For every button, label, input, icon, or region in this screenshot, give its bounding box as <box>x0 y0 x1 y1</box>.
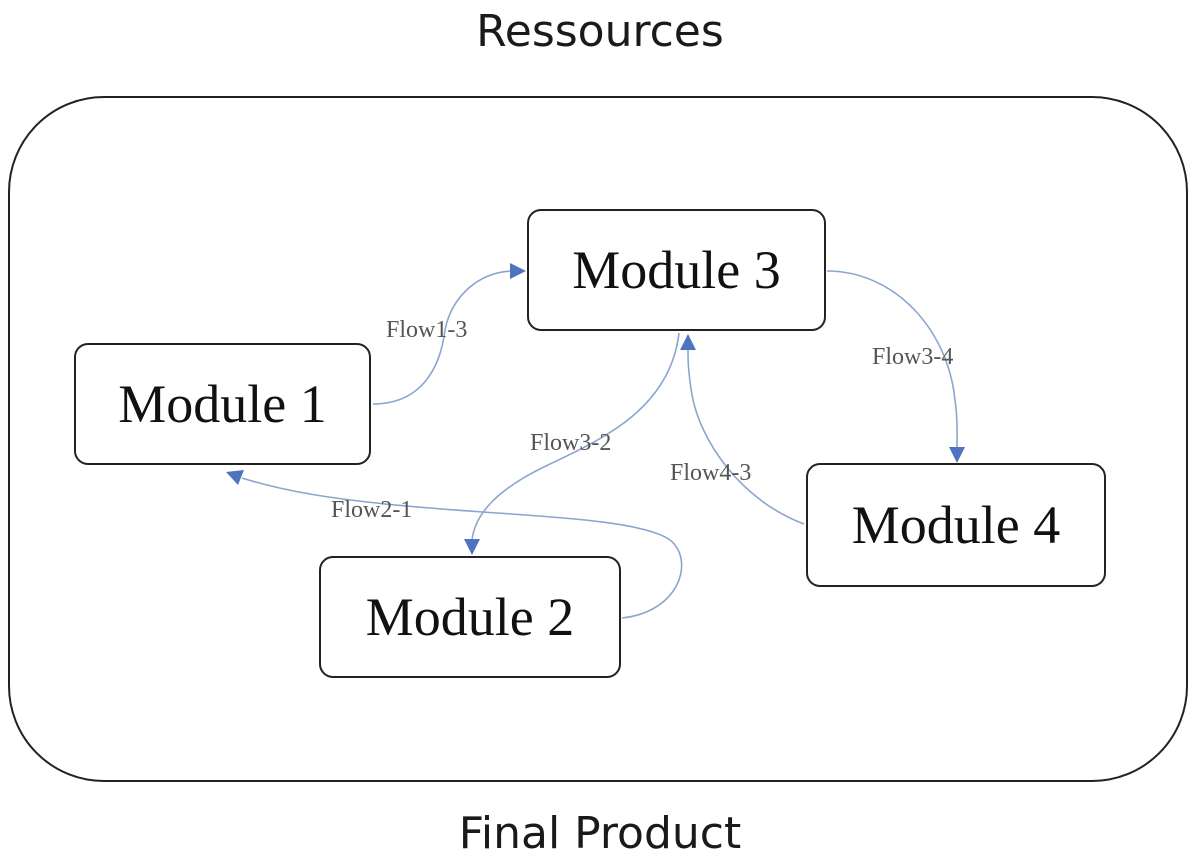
flow-3-2-arrowhead <box>464 539 480 555</box>
flow-4-3-line <box>687 349 805 525</box>
final-product-title: Final Product <box>458 808 742 859</box>
flow-3-4-label: Flow3-4 <box>872 344 954 370</box>
flow-3-2-label: Flow3-2 <box>530 430 612 456</box>
flow-4-3-arrowhead <box>680 334 696 350</box>
flow-4-3-label: Flow4-3 <box>670 460 752 486</box>
module-2-box: Module 2 <box>319 556 621 678</box>
module-3-box: Module 3 <box>527 209 826 331</box>
flow-3-4-arrowhead <box>949 447 965 463</box>
flow-1-3-arrowhead <box>510 263 526 279</box>
flow-1-3-line <box>372 270 513 405</box>
module-4-box: Module 4 <box>806 463 1106 587</box>
module-1-box: Module 1 <box>74 343 371 465</box>
flow-2-1-label: Flow2-1 <box>331 497 413 523</box>
flow-2-1-line <box>241 477 683 619</box>
resources-title: Ressources <box>476 6 724 57</box>
flow-1-3-label: Flow1-3 <box>386 317 468 343</box>
flow-3-4-line <box>826 270 958 449</box>
flow-2-1-arrowhead <box>226 470 244 485</box>
process-container <box>8 96 1188 782</box>
